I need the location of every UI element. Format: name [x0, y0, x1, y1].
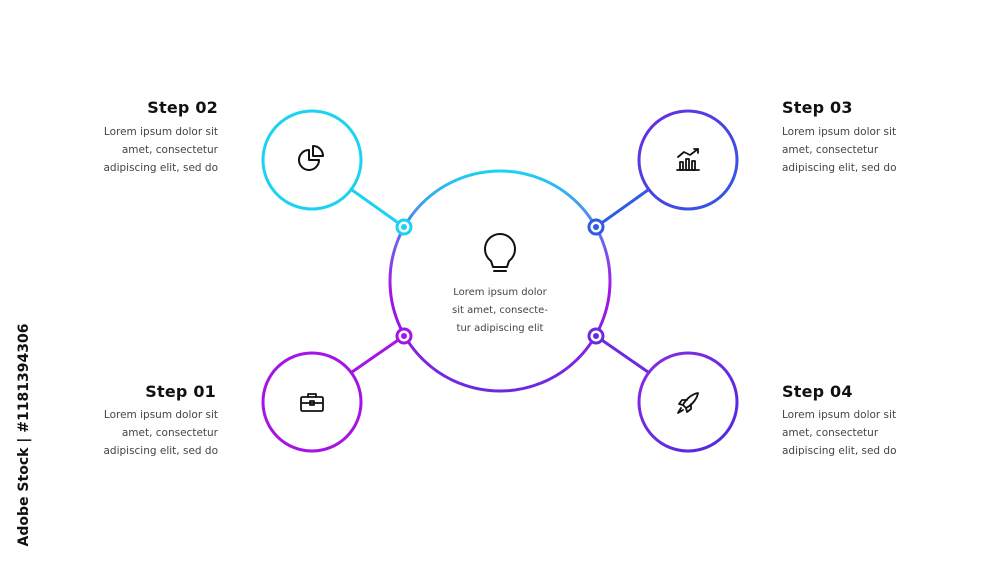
center-line-1: Lorem ipsum dolor: [453, 287, 547, 298]
connector-step-03: [595, 188, 649, 229]
joint-step-04: [587, 327, 605, 345]
rocket-icon: [677, 392, 699, 414]
center-description: Lorem ipsum dolor sit amet, consecte- tu…: [440, 284, 560, 338]
step-02-line-2: amet, consectetur: [121, 144, 218, 156]
step-01-circle: [261, 351, 363, 453]
lightbulb-icon: [484, 233, 516, 272]
joint-step-01: [395, 327, 413, 345]
connector-step-02: [351, 188, 405, 229]
step-04-circle: [637, 351, 739, 453]
step-01-line-3: adipiscing elit, sed do: [103, 445, 218, 457]
connector-step-01: [351, 334, 405, 374]
briefcase-icon: [300, 393, 324, 412]
center-circle: [388, 169, 612, 393]
step-03-line-2: amet, consectetur: [782, 144, 879, 156]
step-02-line-3: adipiscing elit, sed do: [103, 162, 218, 174]
step-01-line-2: amet, consectetur: [121, 427, 218, 439]
step-03-circle: [637, 109, 739, 211]
step-02-line-1: Lorem ipsum dolor sit: [103, 126, 218, 138]
step-04-line-1: Lorem ipsum dolor sit: [782, 409, 897, 421]
stock-id-watermark: Adobe Stock | #1181394306: [16, 323, 32, 547]
step-04-description: Lorem ipsum dolor sit amet, consectetur …: [782, 406, 962, 460]
step-03-line-1: Lorem ipsum dolor sit: [782, 126, 897, 138]
step-04-title: Step 04: [782, 382, 853, 401]
step-04-line-2: amet, consectetur: [782, 427, 879, 439]
bar-chart-icon: [676, 148, 700, 171]
step-01-description: Lorem ipsum dolor sit amet, consectetur …: [38, 406, 218, 460]
step-03-line-3: adipiscing elit, sed do: [782, 162, 897, 174]
step-01-title: Step 01: [145, 382, 216, 401]
joint-step-02: [395, 218, 413, 236]
step-02-title: Step 02: [147, 98, 218, 117]
step-03-description: Lorem ipsum dolor sit amet, consectetur …: [782, 123, 962, 177]
step-03-title: Step 03: [782, 98, 853, 117]
center-line-2: sit amet, consecte-: [452, 305, 548, 316]
step-04-line-3: adipiscing elit, sed do: [782, 445, 897, 457]
joint-step-03: [587, 218, 605, 236]
step-01-line-1: Lorem ipsum dolor sit: [103, 409, 218, 421]
step-02-description: Lorem ipsum dolor sit amet, consectetur …: [38, 123, 218, 177]
connector-step-04: [595, 334, 649, 374]
center-line-3: tur adipiscing elit: [456, 323, 544, 334]
pie-chart-icon: [298, 145, 324, 171]
